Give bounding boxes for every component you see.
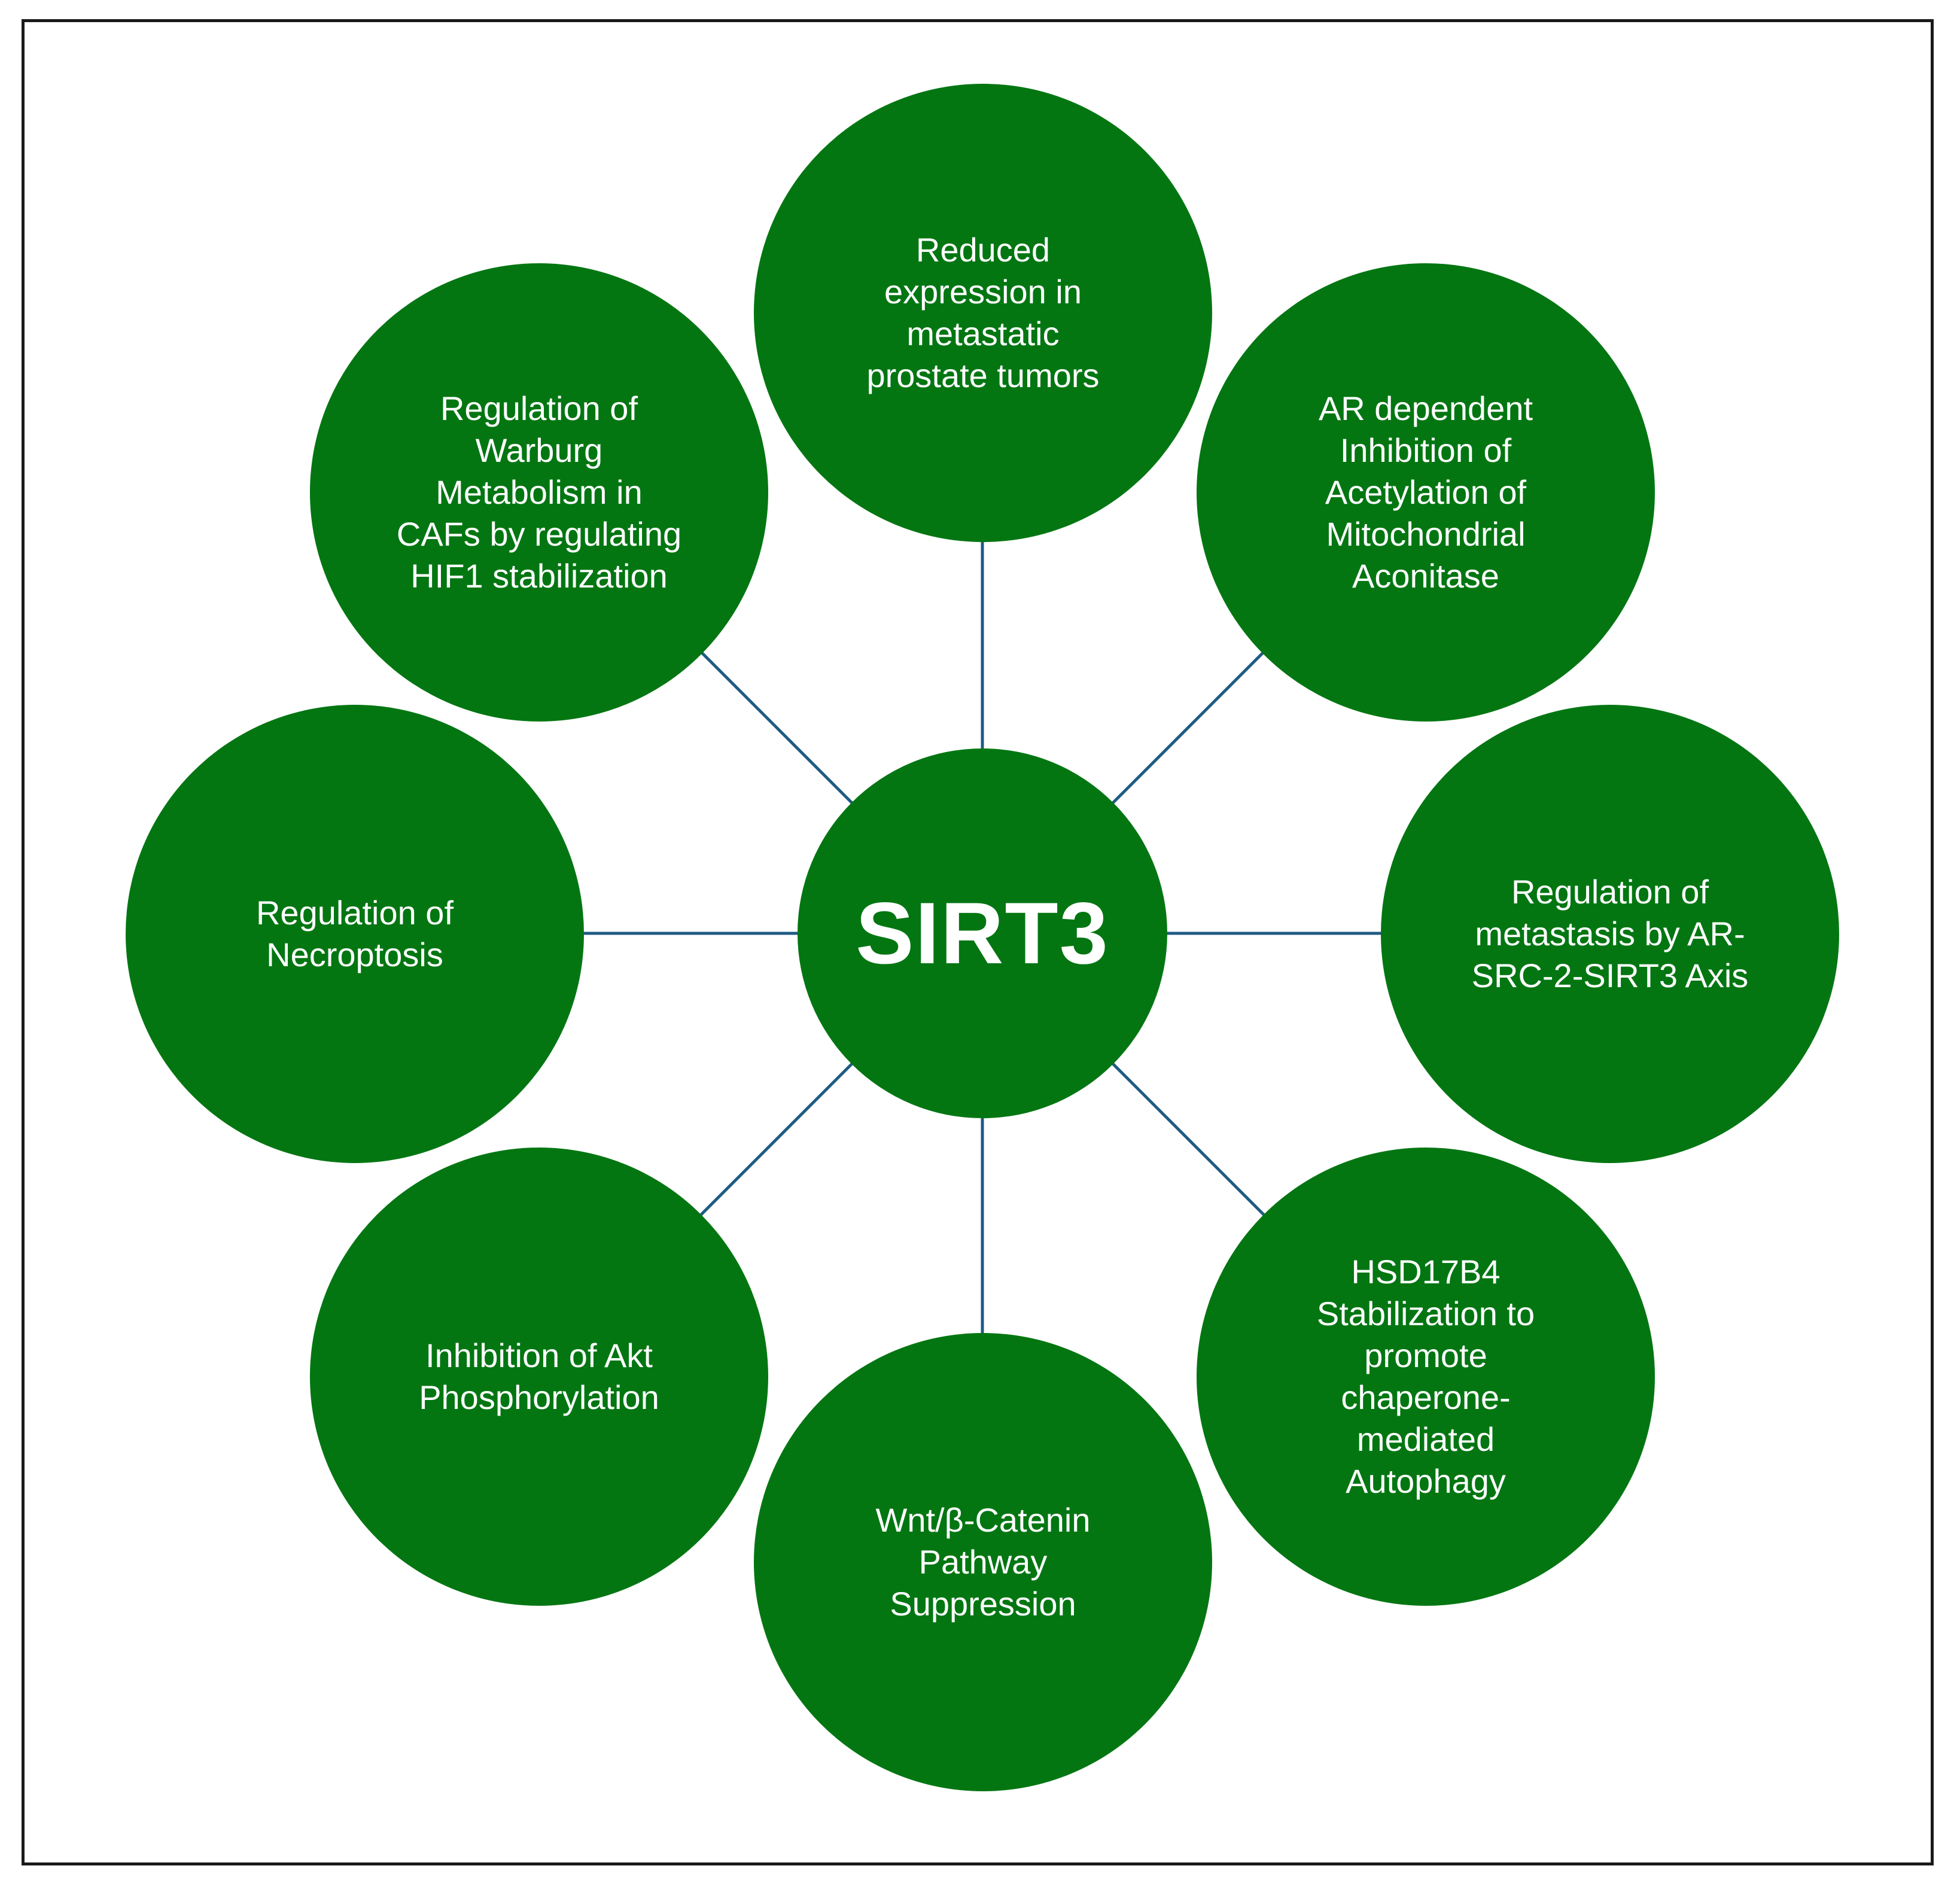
hub-label: SIRT3 [856,884,1109,982]
node-label: Regulation of Necroptosis [255,894,454,973]
node-reduced-expression: Reduced expression in metastatic prostat… [754,84,1212,542]
figure-frame [22,19,1934,1865]
connector-top-left [694,645,853,804]
node-akt-inhibition: Inhibition of Akt Phosphorylation [310,1148,768,1606]
connector-bottom-left [694,1063,853,1222]
connector-top-right [1112,645,1271,804]
node-label: Wnt/β-Catenin Pathway Suppression [875,1501,1091,1623]
node-label: Reduced expression in metastatic prostat… [866,231,1100,394]
node-label: HSD17B4 Stabilization to promote chapero… [1316,1253,1535,1500]
node-wnt-suppression: Wnt/β-Catenin Pathway Suppression [754,1333,1212,1791]
node-warburg-regulation: Regulation of Warburg Metabolism in CAFs… [310,263,768,722]
connector-bottom-right [1112,1063,1271,1222]
node-label: Regulation of metastasis by AR- SRC-2-SI… [1471,873,1749,994]
node-label: Inhibition of Akt Phosphorylation [419,1337,659,1416]
node-necroptosis-regulation: Regulation of Necroptosis [126,705,584,1163]
node-metastasis-regulation: Regulation of metastasis by AR- SRC-2-SI… [1381,705,1839,1163]
node-ar-dependent-inhibition: AR dependent Inhibition of Acetylation o… [1197,263,1655,722]
node-hsd17b4-stabilization: HSD17B4 Stabilization to promote chapero… [1197,1148,1655,1606]
node-label: Regulation of Warburg Metabolism in CAFs… [396,389,682,595]
hub-sirt3: SIRT3 [798,748,1167,1118]
node-label: AR dependent Inhibition of Acetylation o… [1318,389,1533,595]
